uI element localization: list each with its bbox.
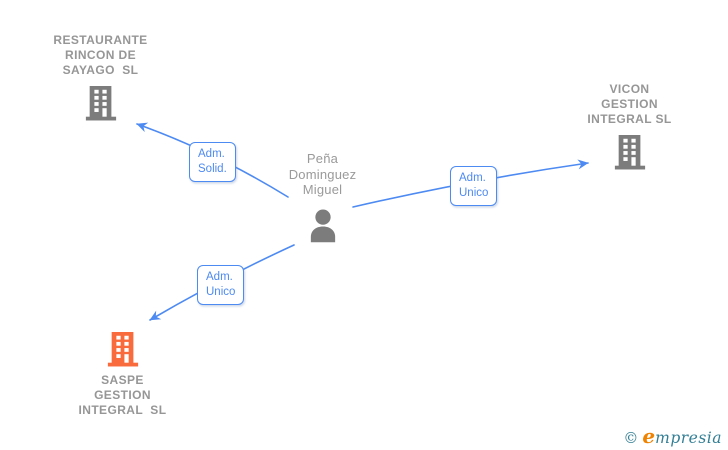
person-name-line: Dominguez <box>288 166 357 182</box>
building-icon <box>614 135 645 170</box>
person-node-pena-dominguez-miguel[interactable]: Peña Dominguez Miguel <box>250 151 395 247</box>
company-name-line: RINCON DE <box>65 48 136 62</box>
edge-label-line: Adm. <box>459 172 486 184</box>
person-name-line: Peña <box>306 151 339 166</box>
company-name-line: INTEGRAL SL <box>78 403 167 417</box>
edge-label-adm-unico-left: Adm. Unico <box>197 265 245 305</box>
company-name-line: SAYAGO SL <box>62 63 139 77</box>
person-name-line: Miguel <box>302 182 343 197</box>
edge-label-adm-solid: Adm. Solid. <box>189 142 236 182</box>
copyright-symbol: © <box>623 429 639 447</box>
company-node-saspe-gestion-integral[interactable]: SASPE GESTION INTEGRAL SL <box>50 331 195 418</box>
brand-initial: e <box>642 424 656 448</box>
building-icon <box>85 86 116 121</box>
person-icon <box>310 208 335 242</box>
company-name-line: GESTION <box>94 388 151 402</box>
company-node-restaurante-rincon-de-sayago[interactable]: RESTAURANTE RINCON DE SAYAGO SL <box>28 33 173 121</box>
company-name-line: SASPE <box>101 373 144 387</box>
building-icon <box>107 332 138 367</box>
edge-label-line: Unico <box>459 187 489 199</box>
edge-label-line: Unico <box>206 286 236 298</box>
company-name-line: VICON <box>609 82 650 96</box>
company-name-line: INTEGRAL SL <box>587 112 672 126</box>
empresia-logo[interactable]: © e mpresia <box>623 424 722 448</box>
brand-name: mpresia <box>655 429 722 447</box>
edge-label-line: Adm. <box>198 148 225 160</box>
company-name-line: RESTAURANTE <box>53 33 148 47</box>
edge-label-adm-unico-right: Adm. Unico <box>450 166 498 206</box>
company-node-vicon-gestion-integral[interactable]: VICON GESTION INTEGRAL SL <box>557 82 702 170</box>
edge-label-line: Adm. <box>206 271 233 283</box>
company-name-line: GESTION <box>601 97 658 111</box>
edge-label-line: Solid. <box>198 163 227 175</box>
